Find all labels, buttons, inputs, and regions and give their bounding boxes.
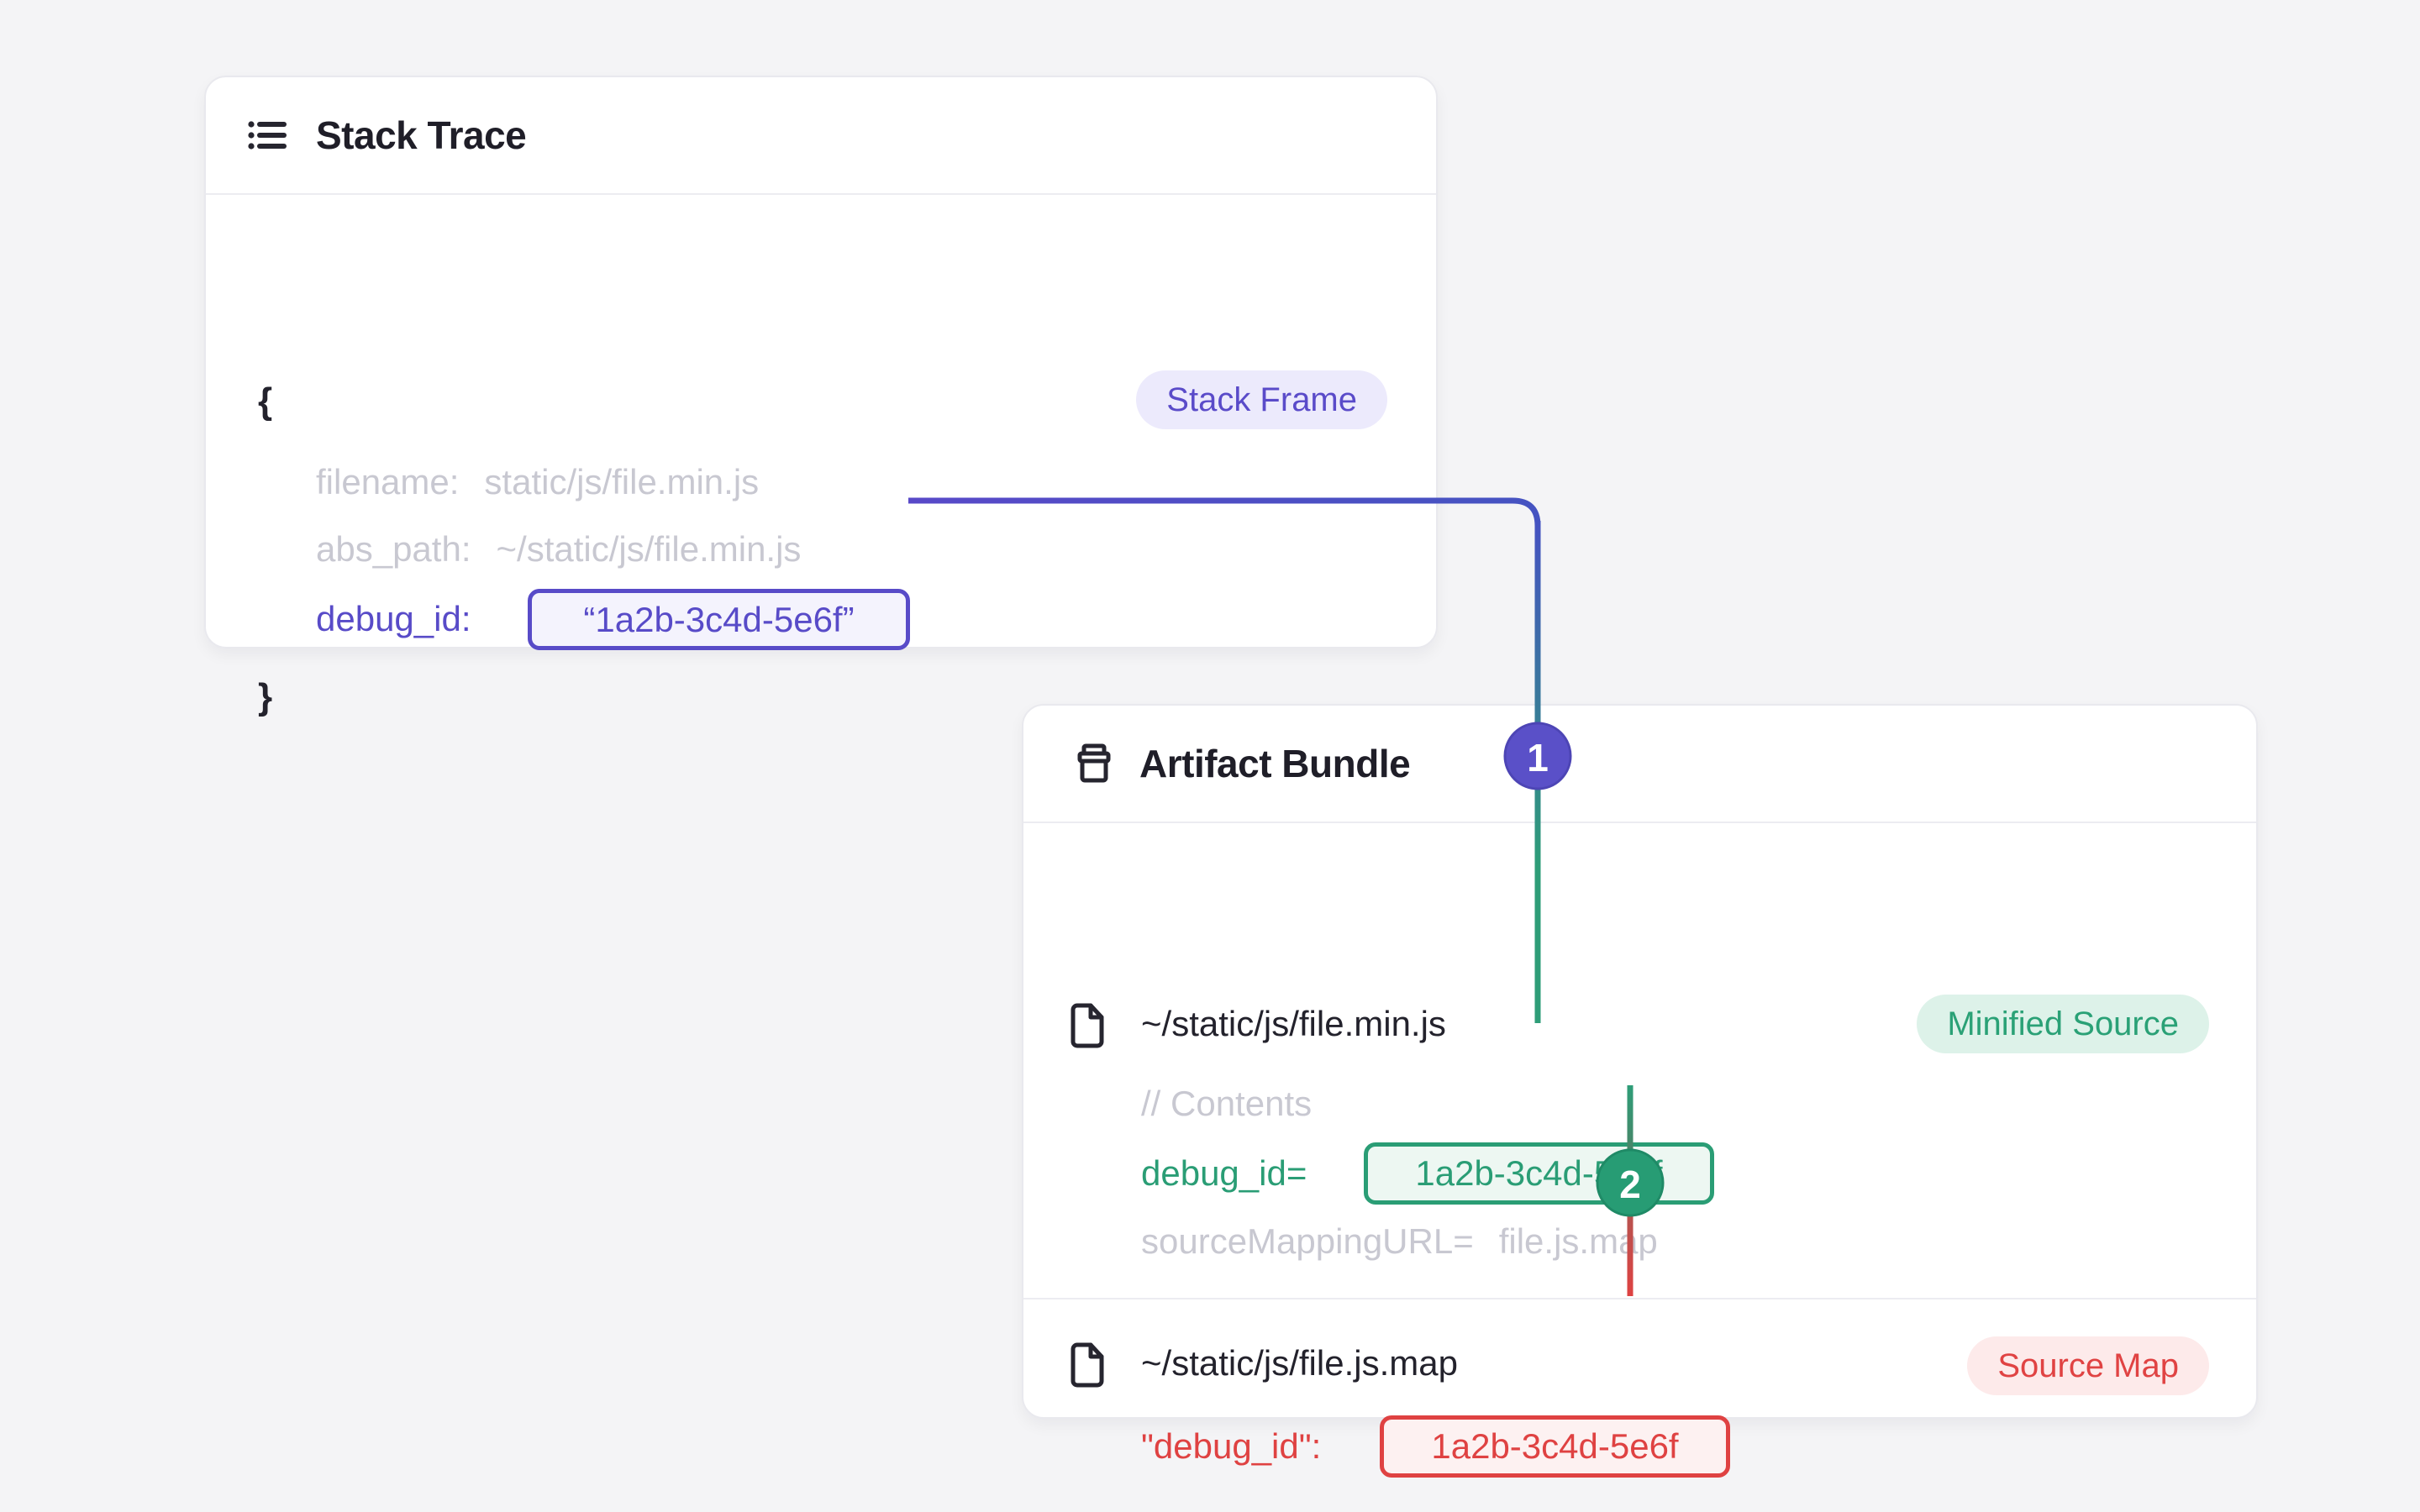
artifact-bundle-title: Artifact Bundle	[1139, 742, 1411, 785]
open-brace: {	[258, 381, 273, 422]
contents-comment: // Contents	[1141, 1084, 1313, 1123]
archive-icon	[1077, 743, 1111, 783]
filename-label: filename:	[316, 462, 460, 501]
filename-line: filename: static/js/file.min.js	[316, 462, 759, 502]
artifact-bundle-body: ~/static/js/file.min.js Minified Source …	[1023, 823, 2256, 1478]
stack-trace-body: Stack Frame { filename: static/js/file.m…	[206, 195, 1436, 717]
minified-source-badge: Minified Source	[1917, 995, 2209, 1053]
filename-value: static/js/file.min.js	[484, 462, 760, 501]
bundle-debug-id-value-box: 1a2b-3c4d-5e6f	[1364, 1142, 1714, 1205]
row-divider	[1023, 1298, 2256, 1299]
abs-path-line: abs_path: ~/static/js/file.min.js	[316, 529, 801, 570]
file-icon	[1071, 1003, 1104, 1048]
minified-path: ~/static/js/file.min.js	[1141, 1004, 1446, 1043]
artifact-bundle-card: Artifact Bundle ~/static/js/file.min.js …	[1022, 704, 2258, 1478]
source-mapping-label: sourceMappingURL=	[1141, 1221, 1474, 1261]
sourcemap-path: ~/static/js/file.js.map	[1141, 1343, 1458, 1383]
bundle-debug-id-line: debug_id=	[1141, 1153, 1307, 1194]
list-icon	[248, 121, 287, 150]
source-map-badge: Source Map	[1967, 1336, 2209, 1395]
abs-path-label: abs_path:	[316, 529, 471, 569]
map-debug-id-value-box: 1a2b-3c4d-5e6f	[1380, 1415, 1730, 1478]
stack-trace-title: Stack Trace	[316, 113, 527, 157]
abs-path-value: ~/static/js/file.min.js	[496, 529, 802, 569]
debug-id-value-box: “1a2b-3c4d-5e6f”	[528, 589, 910, 650]
debug-id-line: debug_id:	[316, 599, 471, 639]
source-mapping-line: sourceMappingURL= file.js.map	[1141, 1221, 1658, 1262]
map-debug-id-label: "debug_id":	[1141, 1426, 1322, 1466]
debug-id-label: debug_id:	[316, 599, 471, 638]
bundle-debug-id-label: debug_id=	[1141, 1153, 1307, 1193]
stack-frame-badge: Stack Frame	[1136, 370, 1387, 429]
map-debug-id-line: "debug_id":	[1141, 1426, 1321, 1467]
stack-trace-card: Stack Trace Stack Frame { filename: stat…	[204, 76, 1438, 717]
stack-trace-header: Stack Trace	[206, 77, 1436, 195]
close-brace: }	[258, 676, 273, 717]
file-icon	[1071, 1342, 1104, 1388]
source-mapping-value: file.js.map	[1498, 1221, 1658, 1261]
artifact-bundle-header: Artifact Bundle	[1023, 706, 2256, 823]
